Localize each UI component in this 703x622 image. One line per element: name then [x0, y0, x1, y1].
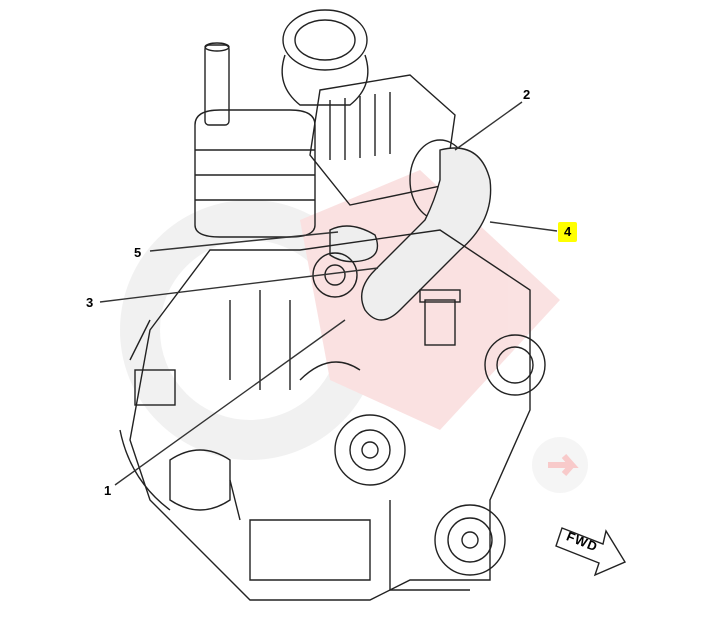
leader-line-2: [454, 101, 523, 151]
leader-line-3: [99, 267, 379, 303]
callout-2: 2: [523, 87, 531, 102]
leader-lines: [99, 101, 558, 486]
callout-1: 1: [104, 483, 112, 498]
callout-5: 5: [134, 245, 142, 260]
leader-line-1: [114, 319, 346, 486]
leader-line-5: [149, 231, 339, 252]
callout-4-highlighted: 4: [558, 222, 578, 242]
callout-3: 3: [86, 295, 94, 310]
leader-line-4: [489, 221, 558, 232]
forward-arrow-icon: [555, 527, 627, 577]
engine-line-art: [119, 9, 546, 601]
